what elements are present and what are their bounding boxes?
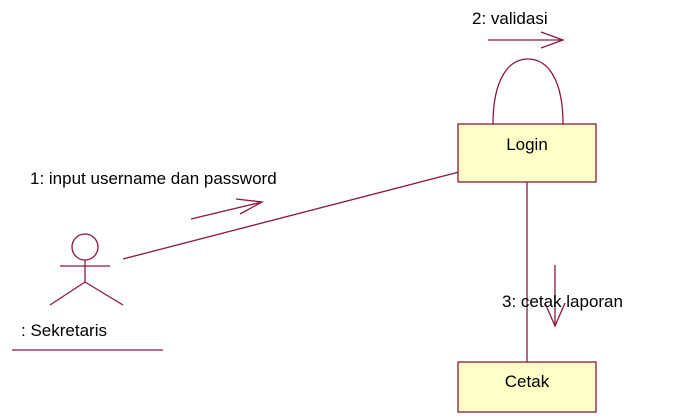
cetak-box xyxy=(457,361,597,413)
message-2-label: 2: validasi xyxy=(472,9,548,28)
actor-head xyxy=(71,233,99,261)
link-actor-login xyxy=(122,171,460,260)
actor-right-leg xyxy=(84,281,124,306)
message-3-label: 3: cetak laporan xyxy=(502,292,623,311)
object-cetak[interactable]: Cetak xyxy=(457,361,597,413)
message-3-arrow xyxy=(544,265,566,328)
message-1-arrow xyxy=(190,198,265,220)
actor-sekretaris[interactable] xyxy=(49,233,124,306)
self-loop-login xyxy=(492,58,564,125)
actor-left-leg xyxy=(49,281,86,306)
login-box xyxy=(457,123,597,183)
object-login[interactable]: Login xyxy=(457,123,597,183)
actor-name: : Sekretaris xyxy=(21,321,107,340)
cetak-label: Cetak xyxy=(505,372,550,391)
message-2-arrow xyxy=(488,31,565,49)
message-1-label: 1: input username dan password xyxy=(30,169,277,188)
login-label: Login xyxy=(506,135,548,154)
